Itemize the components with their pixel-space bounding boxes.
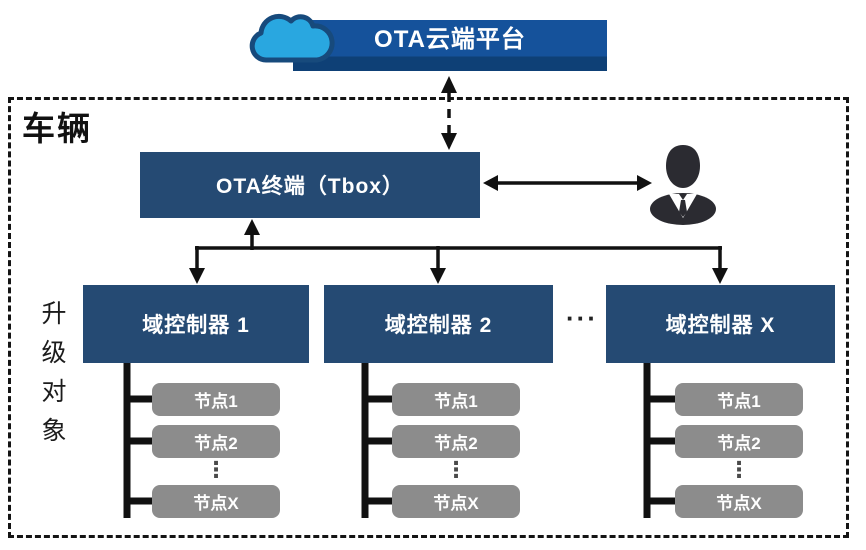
node-label: 节点1 (434, 392, 478, 411)
domain-controller-1-box: 域控制器 1 (83, 285, 309, 363)
vehicle-label: 车辆 (22, 110, 92, 147)
node-box: 节点2 (392, 425, 520, 458)
node-box: 节点2 (675, 425, 803, 458)
node-label: 节点X (433, 494, 479, 513)
node-ellipsis: ⋮ (728, 457, 750, 482)
vehicle-boundary (8, 97, 849, 538)
tbox-box: OTA终端（Tbox） (140, 152, 480, 218)
node-label: 节点2 (717, 434, 761, 453)
node-box: 节点1 (392, 383, 520, 416)
node-label: 节点X (193, 494, 239, 513)
node-box: 节点X (675, 485, 803, 518)
tbox-label: OTA终端（Tbox） (216, 175, 404, 198)
node-label: 节点X (716, 494, 762, 513)
cloud-icon (249, 13, 335, 63)
node-label: 节点2 (194, 434, 238, 453)
node-box: 节点1 (675, 383, 803, 416)
domain-controller-1-label: 域控制器 1 (142, 314, 250, 337)
node-ellipsis: ⋮ (205, 457, 227, 482)
node-label: 节点2 (434, 434, 478, 453)
domain-controller-2-box: 域控制器 2 (324, 285, 553, 363)
node-box: 节点1 (152, 383, 280, 416)
node-box: 节点X (392, 485, 520, 518)
upgrade-targets-label: 升级对象 (38, 300, 66, 456)
controllers-ellipsis: ··· (566, 303, 598, 333)
domain-controller-2-label: 域控制器 2 (384, 314, 493, 337)
cloud-platform-label: OTA云端平台 (374, 26, 526, 53)
domain-controller-x-label: 域控制器 X (665, 314, 776, 337)
node-label: 节点1 (717, 392, 761, 411)
node-ellipsis: ⋮ (445, 457, 467, 482)
domain-controller-x-box: 域控制器 X (606, 285, 835, 363)
node-label: 节点1 (194, 392, 238, 411)
cloud-platform-banner: OTA云端平台 (293, 20, 607, 71)
person-icon (650, 145, 716, 225)
node-box: 节点2 (152, 425, 280, 458)
node-box: 节点X (152, 485, 280, 518)
